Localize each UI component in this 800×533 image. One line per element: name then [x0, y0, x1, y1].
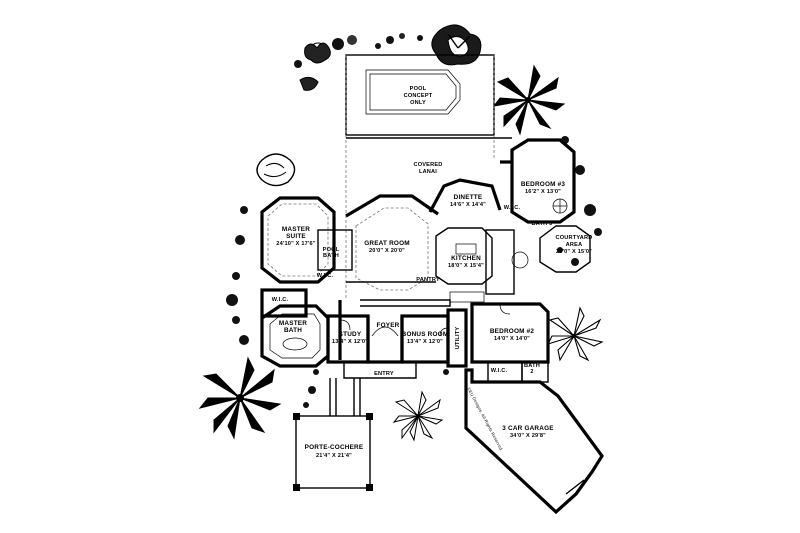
palm-tree-icon: [392, 390, 444, 442]
utility-label: UTILITY: [455, 327, 461, 350]
pool-bath-label-line1: POOL: [323, 247, 340, 253]
bedroom3-label: BEDROOM #3: [521, 181, 566, 188]
landscape-plants: [198, 24, 604, 442]
dinette-label: DINETTE: [454, 194, 483, 201]
entry-label: ENTRY: [374, 371, 394, 377]
lanai-label-line2: LANAI: [419, 169, 437, 175]
dinette-dims: 14'6" X 14'4": [450, 202, 486, 208]
palm-tree-icon: [492, 64, 566, 136]
porte-cochere-label: PORTE-COCHERE: [305, 444, 364, 451]
tree-icon: [431, 24, 482, 66]
lanai-label-line1: COVERED: [413, 162, 442, 168]
study-label: STUDY: [339, 331, 362, 338]
study-dims: 13'4" X 12'0": [332, 339, 368, 345]
garage-dims: 34'0" X 29'8": [510, 433, 546, 439]
copyright-notice: ©EU Designs. All Rights Reserved.: [466, 386, 504, 452]
bedroom2-label: BEDROOM #2: [490, 328, 535, 335]
wic-bed2-label: W.I.C.: [491, 368, 508, 374]
courtyard-label-line2: AREA: [566, 242, 583, 248]
porte-cochere-dims: 21'4" X 21'4": [316, 453, 352, 459]
master-suite-dims: 24'10" X 17'6": [276, 241, 316, 247]
pool-label-line3: ONLY: [410, 100, 426, 106]
covered-lanai: COVERED LANAI: [346, 137, 512, 175]
pantry-label: PANTRY: [416, 277, 440, 283]
palm-tree-icon: [546, 306, 604, 362]
shrub-icon: [303, 369, 449, 408]
courtyard-label: COURTYARD: [555, 235, 592, 241]
bonus-room-label: BONUS ROOM: [402, 331, 449, 338]
master-suite-label-line1: MASTER: [282, 226, 310, 233]
bath3-label: BATH 3: [532, 221, 553, 227]
pool-label-line2: CONCEPT: [404, 93, 433, 99]
shrub-icon: [226, 206, 249, 345]
porte-cochere: PORTE-COCHERE 21'4" X 21'4": [293, 413, 373, 491]
pool-bath-label-line2: BATH: [323, 253, 339, 259]
pool-label-line1: POOL: [410, 86, 427, 92]
great-room-label: GREAT ROOM: [364, 240, 410, 247]
bedroom2-dims: 14'0" X 14'0": [494, 336, 530, 342]
exterior-walls: [260, 138, 604, 515]
master-bath-label-line2: BATH: [284, 327, 302, 334]
bath2-label-line1: BATH: [524, 363, 540, 369]
wic-master-label: W.I.C.: [272, 297, 289, 303]
foyer-label: FOYER: [376, 322, 399, 329]
kitchen-label: KITCHEN: [451, 255, 481, 262]
courtyard-dims: 23'0" X 15'0": [556, 249, 592, 255]
garage-label: 3 CAR GARAGE: [502, 425, 554, 432]
great-room-dims: 20'0" X 20'0": [369, 248, 405, 254]
bedroom3-dims: 16'2" X 13'0": [525, 189, 561, 195]
wic-bed3-label: W.I.C.: [504, 205, 521, 211]
tree-icon: [256, 153, 296, 187]
kitchen-dims: 18'0" X 15'4": [448, 263, 484, 269]
shrub-icon: [557, 136, 602, 266]
bath2-label-line2: 2: [530, 369, 533, 375]
bonus-room-dims: 13'4" X 12'0": [407, 339, 443, 345]
master-bath-label-line1: MASTER: [279, 320, 307, 327]
pool-area: POOL CONCEPT ONLY: [345, 54, 495, 300]
fixtures: [282, 198, 568, 351]
master-suite-label-line2: SUITE: [286, 233, 306, 240]
shrub-icon: [294, 35, 357, 91]
shrub-icon: [375, 33, 423, 49]
palm-tree-icon: [198, 356, 282, 440]
wic-master-small-label: W.I.C.: [317, 273, 334, 279]
